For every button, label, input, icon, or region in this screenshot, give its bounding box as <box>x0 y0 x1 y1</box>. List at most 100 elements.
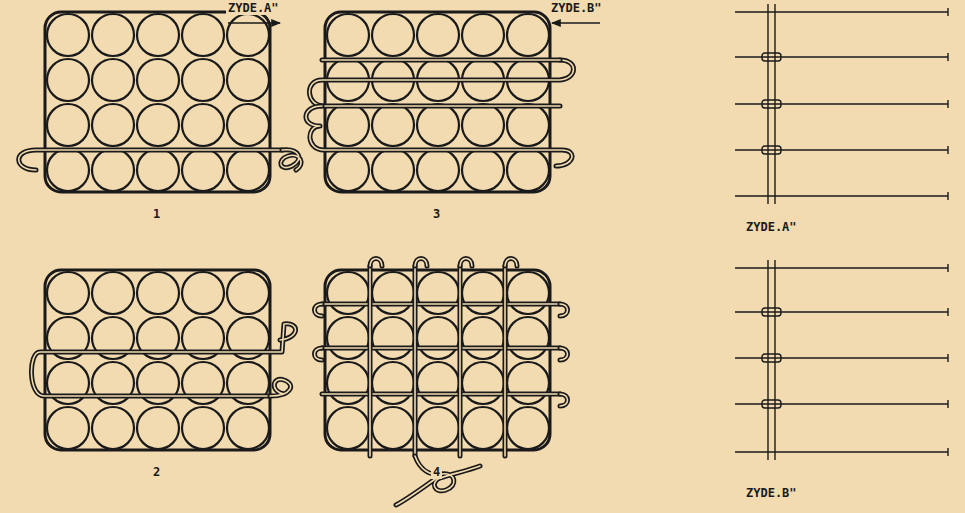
string-end <box>947 400 948 408</box>
side-label: ZYDE.B" <box>744 487 799 500</box>
cord <box>774 260 775 460</box>
cord <box>767 4 768 204</box>
bottle <box>507 407 549 449</box>
string-end <box>947 192 948 200</box>
side-label: ZYDE.A" <box>744 221 799 234</box>
bottle <box>507 272 549 314</box>
wrap-loop <box>762 100 781 108</box>
bottle <box>47 272 89 314</box>
string <box>735 357 948 358</box>
string-end <box>947 448 948 456</box>
bottle <box>47 14 89 56</box>
bottle <box>92 59 134 101</box>
bottle <box>417 272 459 314</box>
bottle <box>462 317 504 359</box>
step-number: 2 <box>151 466 162 479</box>
wrap-diagram <box>735 260 948 460</box>
bottle <box>507 362 549 404</box>
string <box>735 103 948 104</box>
bottle <box>372 104 414 146</box>
string-end <box>947 8 948 16</box>
bottle <box>372 14 414 56</box>
bottle <box>137 14 179 56</box>
bottle <box>92 407 134 449</box>
bottle <box>137 104 179 146</box>
bottle <box>462 149 504 191</box>
bundle-outline <box>45 270 270 450</box>
step-number: 3 <box>431 208 442 221</box>
bottle <box>137 149 179 191</box>
bottle <box>92 272 134 314</box>
string <box>735 11 948 12</box>
bottle <box>507 104 549 146</box>
bottle <box>417 149 459 191</box>
bundle-outline <box>45 12 270 192</box>
string-end <box>947 354 948 362</box>
bundle-outline <box>325 12 550 192</box>
bottle <box>92 14 134 56</box>
bottle <box>462 104 504 146</box>
cords <box>19 60 574 505</box>
string <box>735 56 948 57</box>
string <box>735 451 948 452</box>
bottle <box>462 362 504 404</box>
bottle <box>47 407 89 449</box>
bottle <box>137 59 179 101</box>
wrap-loop <box>762 53 781 61</box>
step-number: 1 <box>151 208 162 221</box>
bottle <box>182 59 224 101</box>
wrap-diagram <box>735 4 948 204</box>
bottle <box>92 104 134 146</box>
bottle <box>47 149 89 191</box>
bottle <box>417 407 459 449</box>
bundle-outline <box>325 270 550 450</box>
bundle <box>325 12 550 192</box>
bottle <box>227 272 269 314</box>
bottle <box>227 59 269 101</box>
string-end <box>947 53 948 61</box>
wrap-loop <box>762 308 781 316</box>
string <box>735 311 948 312</box>
string-end <box>947 264 948 272</box>
bottle <box>327 362 369 404</box>
wrap-loop <box>762 354 781 362</box>
bundle <box>325 270 550 450</box>
bottle <box>137 407 179 449</box>
bottle <box>47 59 89 101</box>
side-label: ZYDE.B" <box>549 2 604 15</box>
top-arrows <box>228 23 600 24</box>
bottle <box>372 149 414 191</box>
bottle <box>507 149 549 191</box>
bottle <box>372 272 414 314</box>
bottle <box>417 317 459 359</box>
bottle <box>327 272 369 314</box>
bundle <box>45 270 270 450</box>
bundle <box>45 12 270 192</box>
string-end <box>947 308 948 316</box>
string <box>735 195 948 196</box>
bottle <box>417 362 459 404</box>
bottle <box>417 104 459 146</box>
bottle <box>227 149 269 191</box>
bottle <box>372 407 414 449</box>
wrap-loop <box>762 146 781 154</box>
bottle <box>137 272 179 314</box>
bottle <box>182 104 224 146</box>
bottle <box>417 14 459 56</box>
string <box>735 267 948 268</box>
wrap-detail <box>735 4 948 460</box>
cord <box>767 260 768 460</box>
bottle <box>182 407 224 449</box>
bottle <box>92 149 134 191</box>
bottle <box>227 104 269 146</box>
bottle <box>227 14 269 56</box>
string-end <box>947 146 948 154</box>
string <box>735 149 948 150</box>
bottle <box>507 14 549 56</box>
bottle <box>372 362 414 404</box>
bottle <box>327 407 369 449</box>
bottle <box>327 149 369 191</box>
side-label: ZYDE.A" <box>226 2 281 15</box>
bottle <box>372 317 414 359</box>
